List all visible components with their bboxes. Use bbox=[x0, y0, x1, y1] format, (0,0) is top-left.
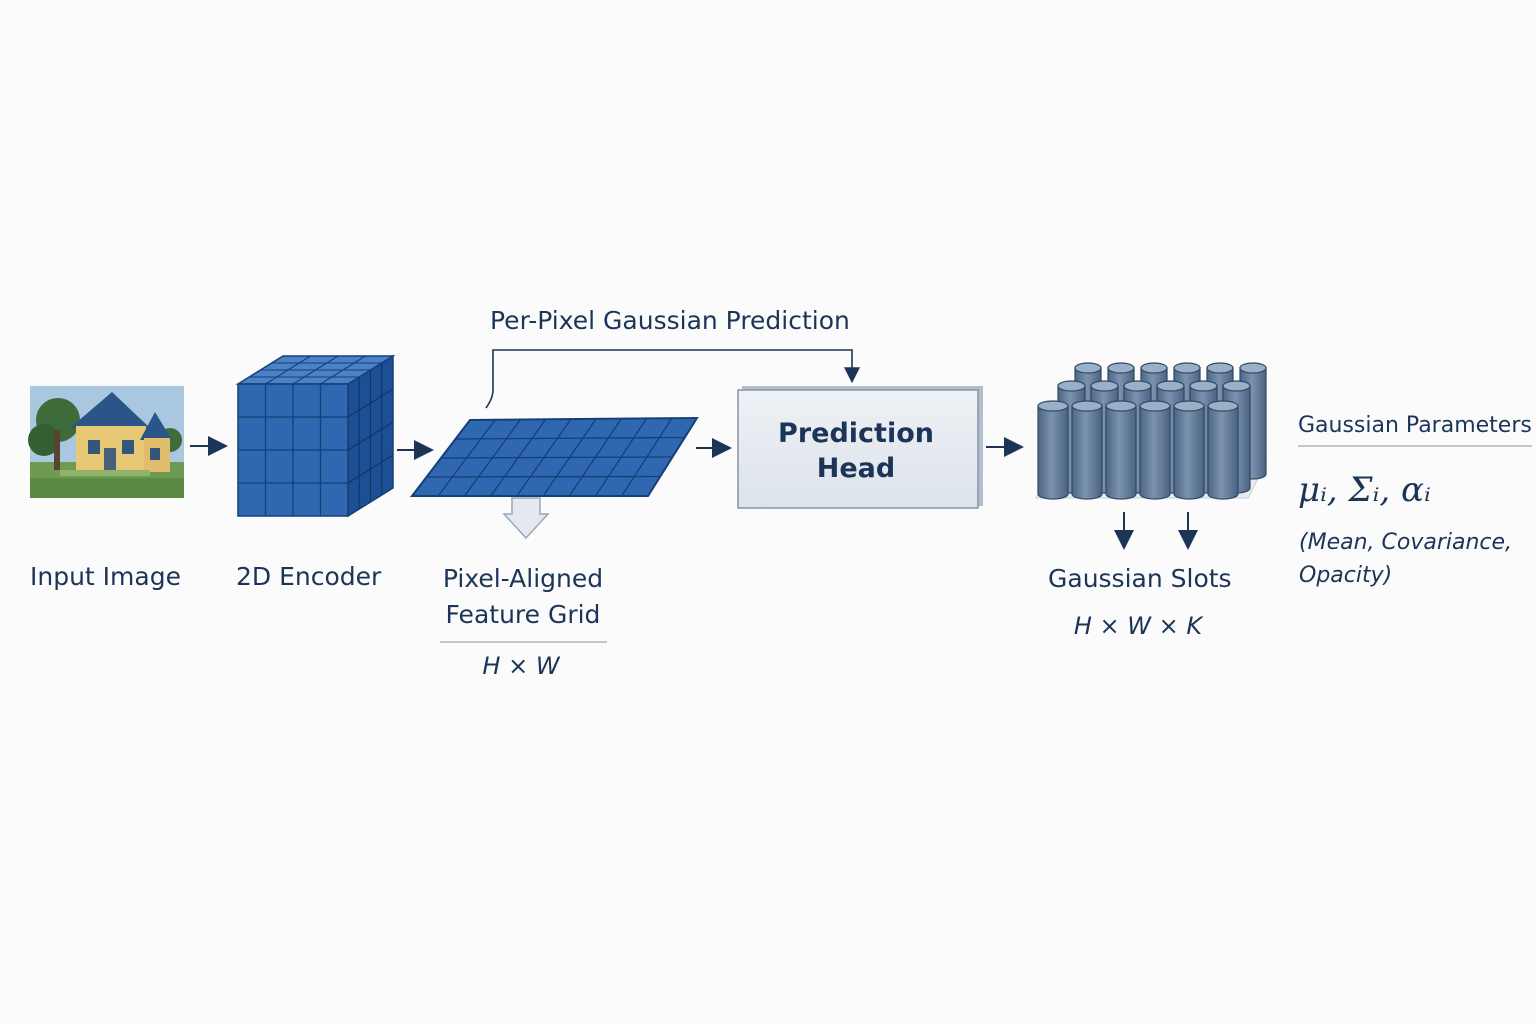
per-pixel-prediction-label: Per-Pixel Gaussian Prediction bbox=[490, 306, 850, 335]
feature-grid-plane bbox=[409, 416, 699, 497]
feature-grid-label-line1: Pixel-Aligned bbox=[442, 564, 604, 593]
down-arrow-grid-icon bbox=[502, 497, 550, 540]
feature-grid-label-line2: Feature Grid bbox=[445, 600, 601, 629]
gaussian-parameters-title: Gaussian Parameters bbox=[1298, 413, 1532, 438]
encoder-cube bbox=[235, 354, 396, 518]
gaussian-slots-array bbox=[1035, 362, 1267, 500]
encoder-label: 2D Encoder bbox=[236, 562, 382, 591]
prediction-head-box bbox=[737, 386, 983, 509]
input-image-thumbnail bbox=[28, 386, 184, 498]
feature-grid-label: Pixel-Aligned Feature Grid bbox=[423, 561, 623, 633]
gaussian-slots-dims: H × W × K bbox=[1073, 612, 1203, 640]
input-image-label: Input Image bbox=[30, 562, 181, 591]
gaussian-slots-label: Gaussian Slots bbox=[1048, 564, 1232, 593]
feature-grid-dims: H × W bbox=[482, 652, 560, 680]
per-pixel-connector bbox=[485, 349, 860, 409]
prediction-head-line1: Prediction bbox=[778, 418, 934, 449]
prediction-head-line2: Head bbox=[816, 453, 896, 484]
gaussian-parameters-note: (Mean, Covariance, Opacity) bbox=[1299, 530, 1513, 588]
gaussian-parameters-formula: μᵢ, Σᵢ, αᵢ bbox=[1298, 470, 1431, 510]
